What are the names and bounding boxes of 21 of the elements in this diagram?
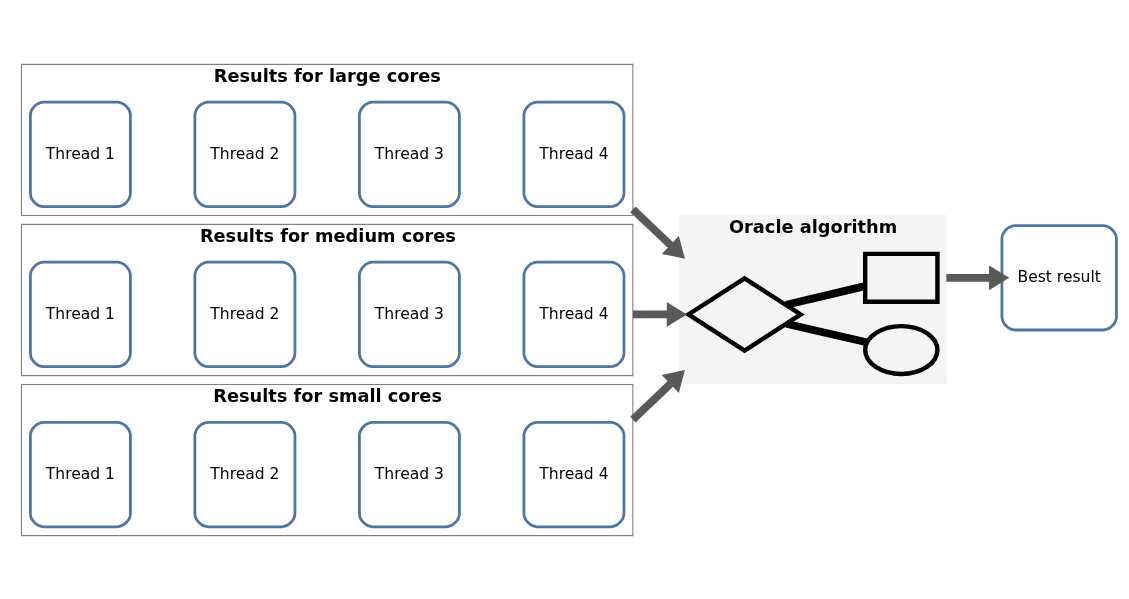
node-box: Thread 4 [522, 420, 626, 528]
node-box: Thread 3 [358, 260, 461, 368]
node-box: Thread 3 [358, 420, 461, 528]
node-box: Thread 3 [358, 100, 461, 208]
node-box: Thread 1 [29, 100, 132, 208]
node-box: Thread 4 [522, 260, 626, 368]
node-box [862, 251, 940, 304]
node-ellipse [862, 323, 940, 376]
node-box: Thread 1 [29, 420, 132, 528]
node-box: Thread 4 [522, 100, 626, 208]
arrow [630, 206, 685, 259]
connector [785, 319, 868, 346]
node-box: Thread 1 [29, 260, 132, 368]
node-box: Best result [1000, 223, 1118, 331]
arrow [630, 369, 685, 422]
node-box: Thread 2 [193, 100, 297, 208]
arrow [946, 264, 1010, 290]
node-diamond [684, 275, 805, 353]
node-box: Thread 2 [193, 420, 297, 528]
node-box: Thread 2 [193, 260, 297, 368]
cluster: Oracle algorithm [679, 214, 947, 384]
